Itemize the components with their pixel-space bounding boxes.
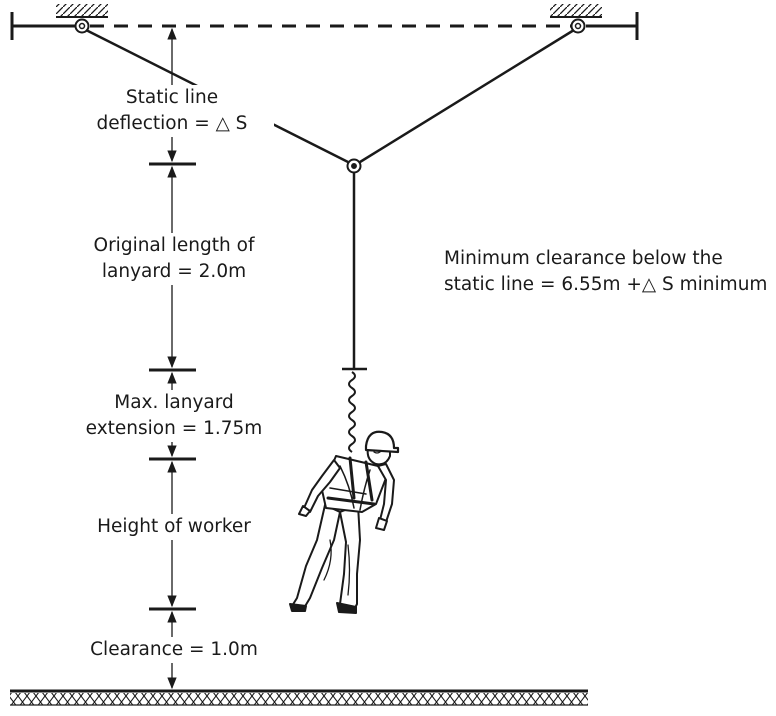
worker-label-line1: Height of worker [97, 516, 251, 537]
deflected-line-right [359, 28, 575, 164]
extension-label-line1: Max. lanyard [114, 392, 234, 413]
worker-shoe-right [336, 602, 357, 614]
minimum-label-line1: Minimum clearance below the [444, 248, 723, 269]
anchor-hatch-left [56, 4, 108, 16]
static-line-deflection-label: Static line deflection = △ S [70, 85, 274, 137]
clearance-label-line1: Clearance = 1.0m [90, 639, 258, 660]
lanyard-label-line1: Original length of [93, 235, 255, 256]
worker-harness [326, 456, 376, 506]
minimum-label-line2: static line = 6.55m +△ S minimum [444, 274, 768, 295]
original-lanyard-length-label: Original length of lanyard = 2.0m [72, 233, 276, 285]
worker-leg-right [339, 504, 361, 611]
minimum-clearance-label: Minimum clearance below the static line … [442, 246, 776, 298]
clearance-label: Clearance = 1.0m [72, 637, 276, 663]
worker-leg-left [291, 504, 341, 609]
dimension-ticks [149, 162, 196, 611]
lanyard-label-line2: lanyard = 2.0m [101, 261, 247, 282]
worker-helmet [364, 430, 400, 454]
anchor-hatch-right [550, 4, 602, 16]
extension-label-line2: extension = 1.75m [85, 418, 263, 439]
max-lanyard-extension-label: Max. lanyard extension = 1.75m [72, 390, 276, 442]
lanyard-extension-coil [348, 371, 356, 453]
static-line-structure [10, 4, 639, 453]
deflection-label-line1: Static line [125, 87, 219, 108]
worker-hand-left [298, 505, 311, 517]
worker-shoe-left [289, 603, 307, 612]
ground [10, 689, 588, 706]
height-of-worker-label: Height of worker [72, 514, 276, 540]
deflection-label-line2: deflection = △ S [96, 113, 248, 134]
worker-hand-right [375, 517, 388, 531]
worker-figure [289, 430, 400, 614]
